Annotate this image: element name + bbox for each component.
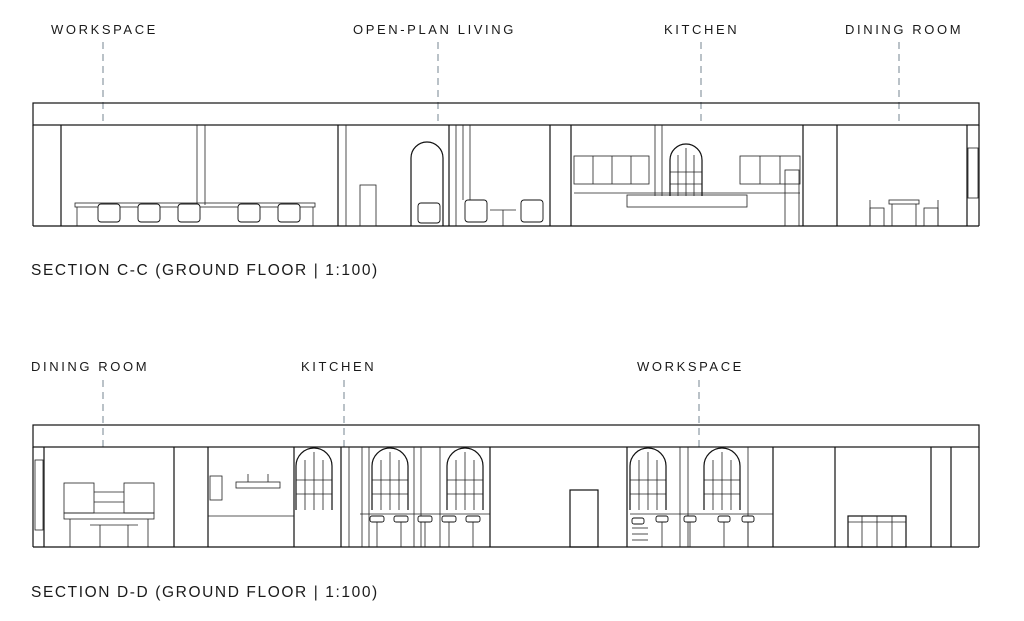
glazed-doors: [847, 515, 907, 548]
section-d-d-drawing: [32, 380, 980, 548]
dining-table: [869, 199, 939, 227]
door: [359, 184, 377, 227]
kitchen-cabinets: [573, 155, 801, 227]
roof-slab: [32, 102, 980, 126]
bar-counter: [360, 513, 490, 547]
door: [569, 489, 599, 548]
window: [967, 147, 979, 199]
section-c-c-drawing: [32, 42, 980, 227]
workspace-counter: [630, 513, 773, 547]
room-label-kitchen: KITCHEN: [664, 22, 740, 37]
window-mullions: [670, 148, 702, 196]
room-label-open-plan-living: OPEN-PLAN LIVING: [353, 22, 516, 37]
lounge-chairs: [417, 199, 544, 226]
roof-slab: [32, 424, 980, 448]
arched-windows: [295, 447, 741, 510]
room-label-dining-room: DINING ROOM: [31, 359, 150, 374]
workspace-chairs: [97, 203, 301, 223]
section-title-c-c: SECTION C-C (GROUND FLOOR | 1:100): [31, 262, 379, 279]
room-label-workspace: WORKSPACE: [637, 359, 744, 374]
room-label-kitchen: KITCHEN: [301, 359, 377, 374]
arched-opening: [410, 141, 444, 226]
section-title-d-d: SECTION D-D (GROUND FLOOR | 1:100): [31, 584, 379, 601]
columns: [361, 447, 749, 547]
window: [34, 459, 44, 531]
dining-shelving: [63, 482, 155, 547]
kitchen-hood: [208, 474, 294, 517]
room-label-dining-room: DINING ROOM: [845, 22, 964, 37]
room-label-workspace: WORKSPACE: [51, 22, 158, 37]
arched-window: [669, 143, 703, 196]
